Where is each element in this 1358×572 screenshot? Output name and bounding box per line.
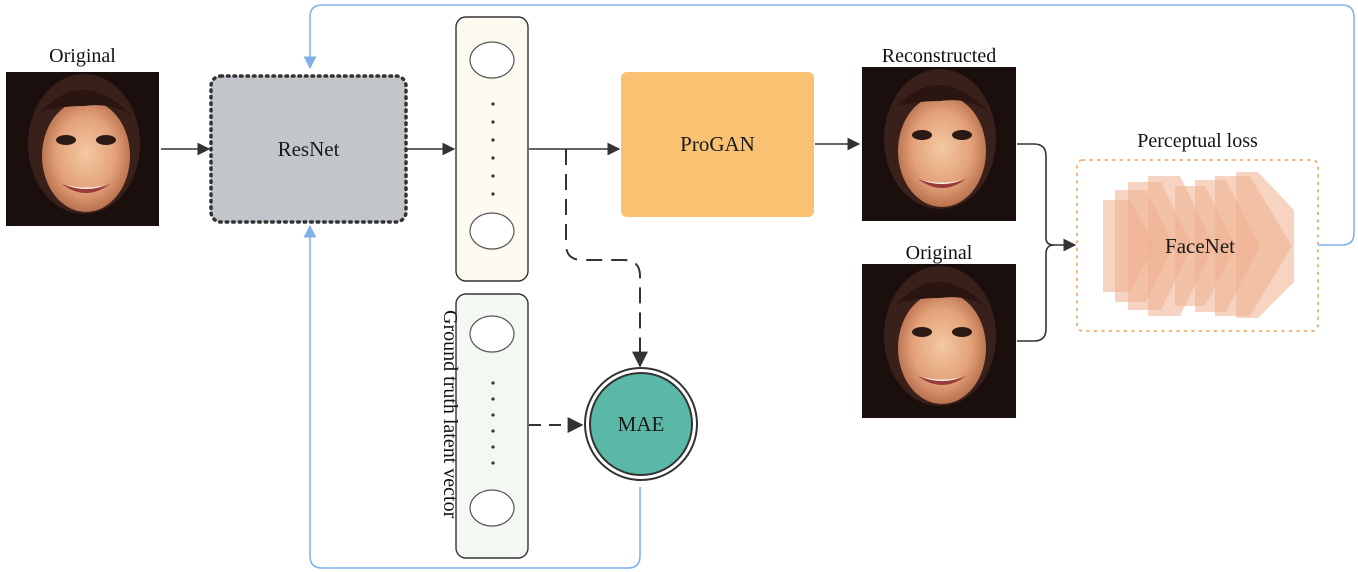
label-original-top: Original (49, 45, 116, 67)
face-image-original-top (6, 72, 159, 226)
mae-circle (589, 372, 693, 476)
arrow-original-to-facenet (1017, 244, 1055, 342)
gt-ellipsis (491, 381, 495, 465)
latent-node-bottom (469, 212, 515, 250)
label-original-right: Original (905, 242, 973, 264)
facenet-region (1076, 159, 1319, 332)
resnet-label: ResNet (277, 136, 340, 161)
feedback-line-bottom (303, 224, 641, 569)
latent-ellipsis (491, 102, 495, 196)
dashed-arrow-latent-to-mae (565, 149, 648, 368)
resnet-box (209, 74, 408, 224)
facenet-layers-icon (1103, 172, 1294, 318)
facenet-label: FaceNet (1165, 233, 1235, 258)
progan-box (621, 72, 814, 217)
mae-label: MAE (617, 411, 665, 436)
face-image-original-right (862, 264, 1016, 418)
gt-node-top (469, 315, 515, 353)
gt-node-bottom (469, 489, 515, 527)
arrow-reconstructed-to-facenet (1017, 143, 1077, 252)
label-reconstructed: Reconstructed (881, 45, 997, 67)
ground-truth-latent-vector (455, 293, 529, 559)
predicted-latent-vector (455, 16, 529, 282)
feedback-line-top (303, 4, 1355, 246)
latent-node-top (469, 41, 515, 79)
face-image-reconstructed (862, 67, 1016, 221)
label-perceptual-loss: Perceptual loss (1137, 130, 1258, 152)
progan-label: ProGAN (680, 132, 755, 156)
label-ground-truth-latent-vector: Ground truth latent vector (439, 310, 461, 519)
